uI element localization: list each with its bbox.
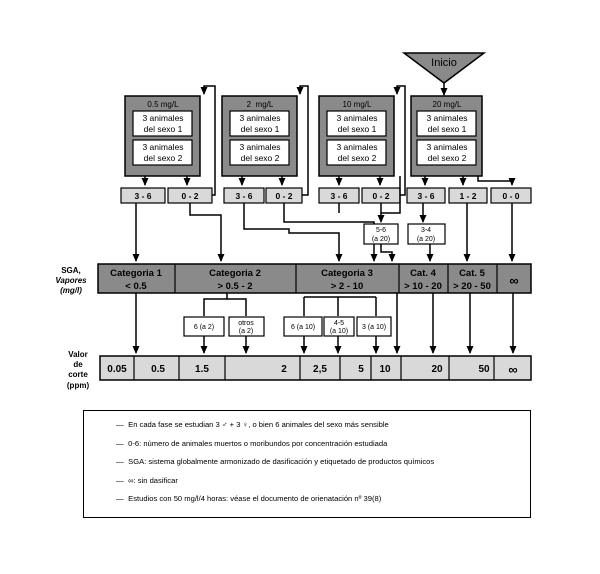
sex2-line2: del sexo 2 [338, 153, 377, 163]
sub-result-line1: otros [238, 320, 254, 327]
sub-result-line1: 3 (a 10) [362, 324, 386, 331]
legend-text: ∞: sin dasificar [128, 475, 178, 485]
cutoff-label-line3: corte [68, 370, 88, 379]
sga-label-line3: (mg/l) [60, 286, 82, 295]
sex1-line2: del sexo 1 [428, 124, 467, 134]
result-label: 0 - 2 [275, 191, 292, 201]
sub-result-line1: 6 (a 2) [194, 324, 214, 331]
legend-text: SGA: sistema globalmente armonizado de d… [128, 457, 435, 466]
category-range: ∞ [509, 273, 518, 288]
escalation-connectors [200, 85, 406, 214]
lower-sub-results: 6 (a 2) otros (a 2) 6 (a 10) 4-5 (a 10) … [183, 316, 392, 337]
result-label: 0 - 2 [181, 191, 198, 201]
sex2-line1: 3 animales [426, 142, 467, 152]
cutoff-value: 50 [478, 364, 490, 375]
cutoff-value: 2 [281, 364, 287, 375]
cutoff-value: 5 [358, 364, 364, 375]
legend-item: — ∞: sin dasificar [116, 475, 178, 485]
sub-result-line2: (a 10) [330, 328, 348, 335]
sex1-line2: del sexo 1 [144, 124, 183, 134]
legend-item: — Estudios con 50 mg/l/4 horas: véase el… [116, 494, 382, 503]
category-name: Cat. 4 [410, 268, 437, 279]
category-name: Cat. 5 [459, 268, 486, 279]
sga-axis-label: SGA, Vapores (mg/l) [55, 266, 87, 295]
cutoff-value: 20 [431, 364, 443, 375]
sub-result-line2: (a 2) [239, 328, 253, 335]
sex2-line1: 3 animales [239, 142, 280, 152]
sex1-line2: del sexo 1 [241, 124, 280, 134]
sga-label-line2: Vapores [55, 276, 87, 285]
category-name: Categoria 2 [209, 268, 261, 279]
cutoff-axis-label: Valor de corte (ppm) [67, 350, 90, 390]
cutoff-value: 2,5 [313, 364, 327, 375]
legend-item: — 0-6: número de animales muertos o mori… [116, 438, 388, 448]
cutoff-value: 0.05 [107, 364, 127, 375]
sex1-line1: 3 animales [426, 113, 467, 123]
start-node: Inicio [401, 52, 487, 84]
concentration-group-0-5: 0.5 mg/L 3 animales del sexo 1 3 animale… [124, 95, 201, 177]
legend-text: Estudios con 50 mg/l/4 horas: véase el d… [128, 494, 382, 503]
result-label: 0 - 0 [502, 191, 519, 201]
category-to-cutoff-lines [132, 293, 517, 354]
cutoff-value: 0.5 [151, 364, 165, 375]
sex2-line2: del sexo 2 [144, 153, 183, 163]
concentration-group-2: 2 mg/L 3 animales del sexo 1 3 animales … [221, 95, 298, 177]
legend-item: — SGA: sistema globalmente armonizado de… [116, 457, 435, 466]
legend-text: 0-6: número de animales muertos o moribu… [128, 438, 388, 448]
legend-item: — En cada fase se estudian 3 ♂ + 3 ♀, o … [116, 420, 389, 429]
sex2-line2: del sexo 2 [428, 153, 467, 163]
concentration-group-20: 20 mg/L 3 animales del sexo 1 3 animales… [410, 95, 483, 177]
cutoff-value: 10 [379, 364, 391, 375]
concentration-label: 20 mg/L [433, 100, 462, 109]
sex2-line2: del sexo 2 [241, 153, 280, 163]
category-name: Categoria 3 [321, 268, 373, 279]
category-name: Categoria 1 [110, 268, 162, 279]
sex2-line1: 3 animales [336, 142, 377, 152]
sex1-line1: 3 animales [239, 113, 280, 123]
result-label: 0 - 2 [372, 191, 389, 201]
cutoff-value: ∞ [508, 362, 517, 377]
concentration-label: 10 mg/L [343, 100, 372, 109]
cutoff-label-line4: (ppm) [67, 381, 90, 390]
category-range: > 0.5 - 2 [217, 281, 252, 292]
result-label: 3 - 6 [134, 191, 151, 201]
category-range: > 20 - 50 [453, 281, 491, 292]
concentration-label: 2 mg/L [247, 100, 274, 109]
sub-result-line1: 5-6 [376, 227, 386, 234]
legend-box: — En cada fase se estudian 3 ♂ + 3 ♀, o … [83, 410, 531, 518]
start-label: Inicio [431, 57, 457, 69]
cutoff-bar: 0.05 0.5 1.5 2 2,5 5 10 20 50 ∞ [99, 355, 532, 381]
sub-result-line2: (a 20) [372, 236, 390, 243]
upper-sub-results: 5-6 (a 20) 3-4 (a 20) [363, 223, 446, 245]
category-range: > 10 - 20 [404, 281, 442, 292]
sub-result-line1: 3-4 [421, 227, 431, 234]
concentration-group-10: 10 mg/L 3 animales del sexo 1 3 animales… [318, 95, 395, 177]
result-label: 1 - 2 [459, 191, 476, 201]
result-label: 3 - 6 [235, 191, 252, 201]
result-label: 3 - 6 [417, 191, 434, 201]
sub-result-line2: (a 20) [417, 236, 435, 243]
sex1-line1: 3 animales [336, 113, 377, 123]
sex1-line2: del sexo 1 [338, 124, 377, 134]
concentration-label: 0.5 mg/L [147, 100, 179, 109]
cutoff-label-line1: Valor [68, 350, 88, 359]
sub-result-line1: 6 (a 10) [291, 324, 315, 331]
cutoff-label-line2: de [73, 360, 83, 369]
legend-text: En cada fase se estudian 3 ♂ + 3 ♀, o bi… [128, 420, 389, 429]
sub-result-line1: 4-5 [334, 320, 344, 327]
category-range: > 2 - 10 [331, 281, 363, 292]
category-range: < 0.5 [125, 281, 147, 292]
sex2-line1: 3 animales [142, 142, 183, 152]
category-bar: Categoria 1 < 0.5 Categoria 2 > 0.5 - 2 … [97, 263, 532, 294]
result-boxes: 3 - 6 0 - 2 3 - 6 0 - 2 3 - 6 0 - 2 3 - … [120, 187, 532, 204]
result-to-category-lines [132, 203, 516, 262]
branch-lines [141, 176, 516, 186]
sex1-line1: 3 animales [142, 113, 183, 123]
sga-label-line1: SGA, [61, 266, 81, 275]
cutoff-value: 1.5 [195, 364, 209, 375]
result-label: 3 - 6 [330, 191, 347, 201]
